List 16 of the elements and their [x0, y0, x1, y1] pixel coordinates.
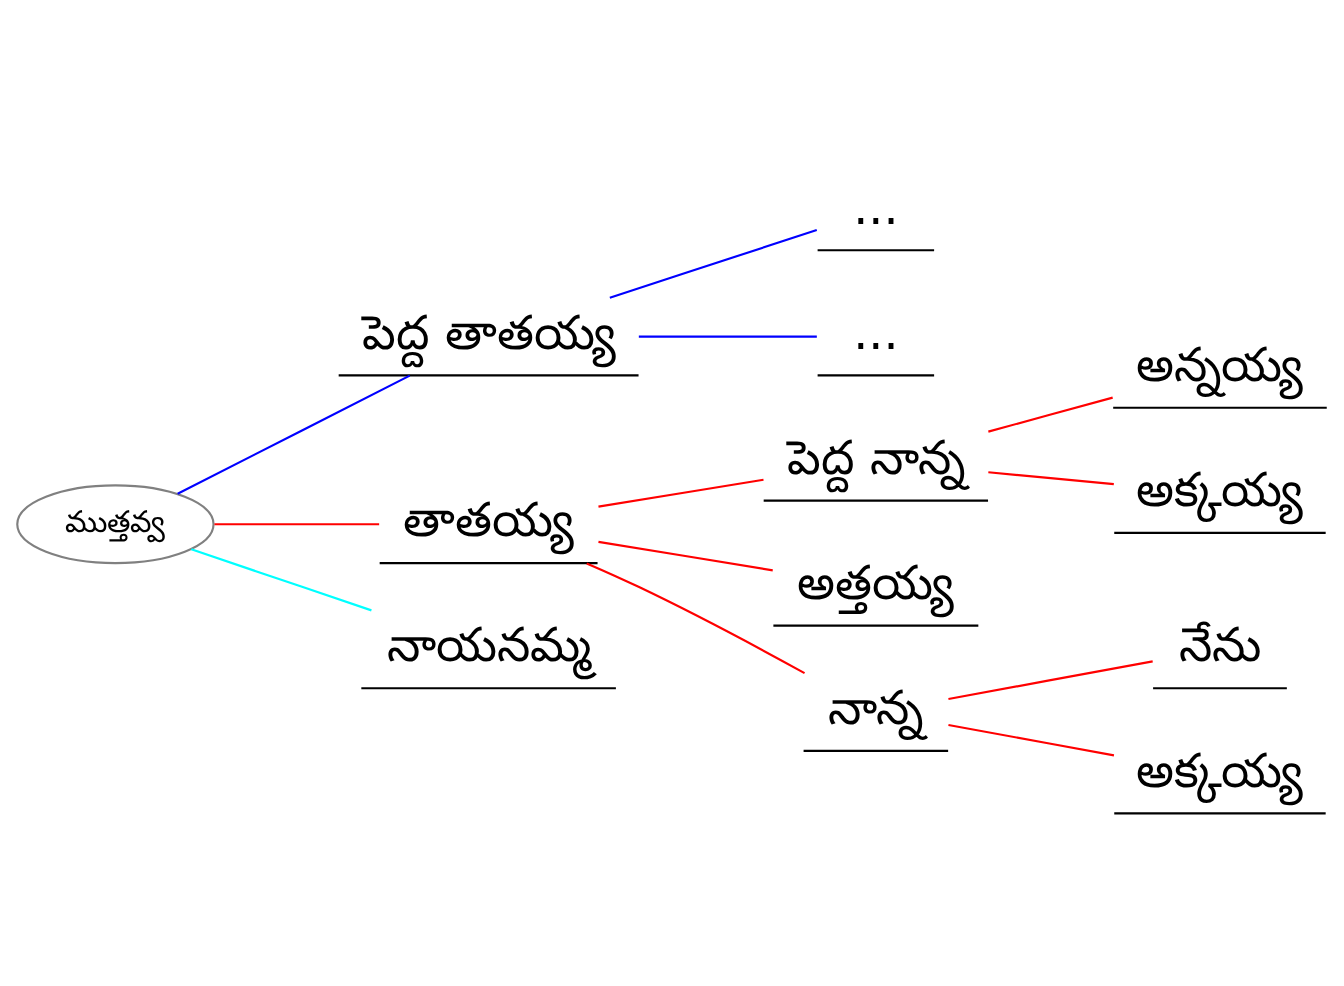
- connector: [638, 335, 817, 338]
- node-ellipse: ముత్తవ్వ: [16, 484, 215, 565]
- connector: [177, 374, 411, 495]
- connector: [598, 540, 773, 572]
- node-text: ...: [853, 304, 899, 360]
- connector: [191, 548, 372, 612]
- node-text: ...: [853, 179, 899, 235]
- connector: [214, 523, 380, 526]
- connector: [598, 478, 764, 508]
- connector: [609, 229, 818, 299]
- connector: [948, 660, 1153, 701]
- connector: [948, 723, 1115, 757]
- connector: [586, 562, 806, 675]
- connector: [988, 396, 1113, 433]
- node-text: నేను: [1178, 617, 1261, 673]
- connector: [988, 471, 1114, 486]
